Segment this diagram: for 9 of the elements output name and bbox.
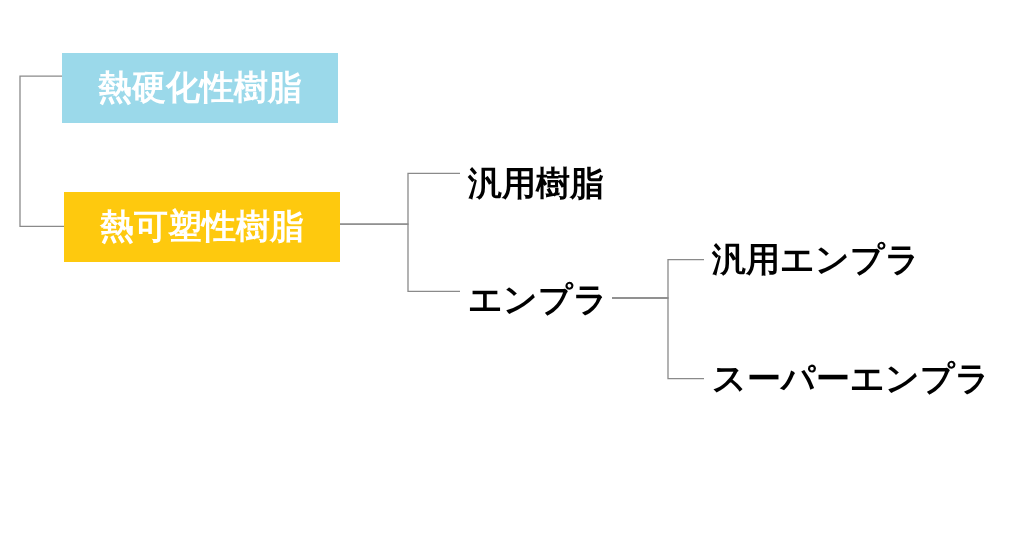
connector-line xyxy=(339,223,461,292)
category-label: エンプラ xyxy=(460,280,612,320)
category-label: 汎用樹脂 xyxy=(460,164,608,204)
connector-line xyxy=(19,75,65,227)
category-box: 熱可塑性樹脂 xyxy=(64,192,340,262)
category-label: スーパーエンプラ xyxy=(704,359,994,399)
connector-line xyxy=(611,297,705,380)
category-box: 熱硬化性樹脂 xyxy=(62,53,338,123)
category-label: 汎用エンプラ xyxy=(704,240,924,280)
